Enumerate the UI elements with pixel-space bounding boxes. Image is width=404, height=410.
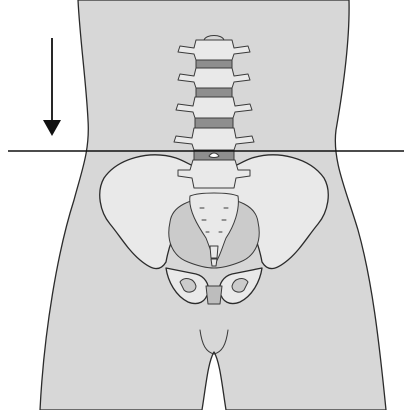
disc-l1-l2 (196, 60, 232, 68)
pubic-symphysis (206, 286, 222, 304)
coccyx (210, 246, 218, 266)
down-arrow-icon (43, 38, 61, 136)
disc-l2-l3 (196, 88, 232, 97)
disc-l3-l4 (195, 118, 233, 128)
